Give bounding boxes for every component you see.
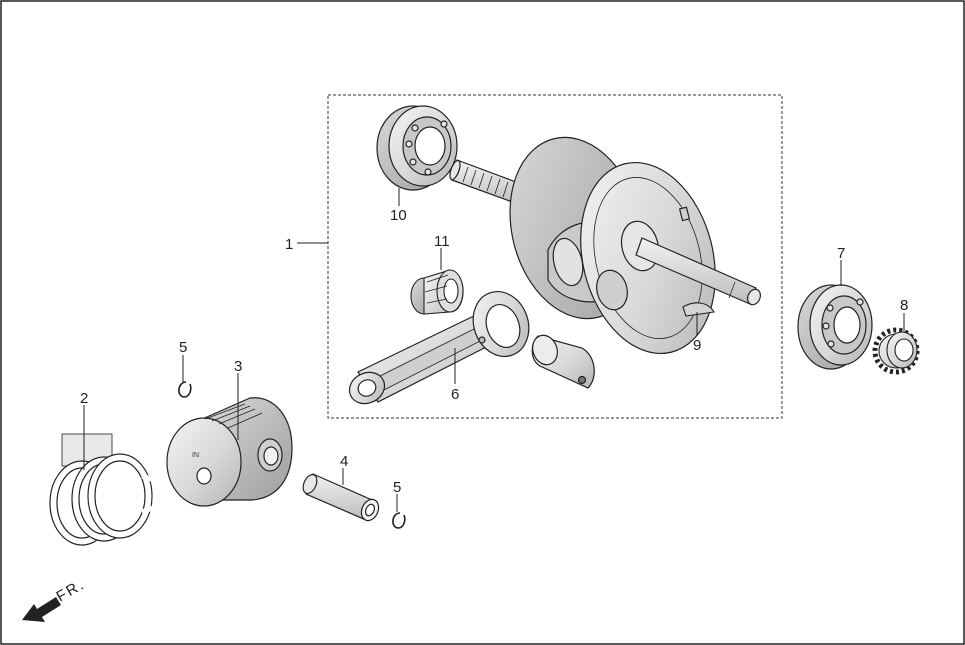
bearing-10	[376, 105, 458, 191]
label-part-7: 7	[837, 245, 845, 262]
label-part-6: 6	[451, 386, 459, 403]
piston-in-marking: IN	[192, 452, 199, 459]
piston-pin-4	[302, 473, 380, 522]
label-part-8: 8	[900, 297, 908, 314]
label-part-5-bottom: 5	[393, 479, 401, 496]
label-part-3: 3	[234, 358, 242, 375]
connecting-rod-6	[348, 291, 530, 405]
leader-lines	[83, 188, 905, 512]
label-part-4: 4	[340, 453, 348, 470]
label-part-10: 10	[390, 207, 407, 224]
crankshaft	[449, 136, 761, 355]
woodruff-key-9	[682, 302, 715, 317]
assembly-box	[327, 94, 783, 419]
label-part-1: 1	[285, 236, 293, 253]
bearing-7	[797, 284, 873, 370]
label-part-5-top: 5	[179, 339, 187, 356]
sprocket-8	[872, 327, 920, 375]
label-part-9: 9	[693, 337, 701, 354]
label-part-11: 11	[434, 233, 450, 250]
crank-cone-piece	[531, 334, 595, 389]
piston-3	[166, 397, 293, 507]
needle-bearing-11	[410, 269, 464, 315]
piston-rings-2	[49, 433, 155, 546]
circlip-5-top	[178, 381, 192, 398]
circlip-5-bottom	[392, 512, 406, 529]
label-part-2: 2	[80, 390, 88, 407]
front-arrow-icon	[22, 597, 61, 622]
